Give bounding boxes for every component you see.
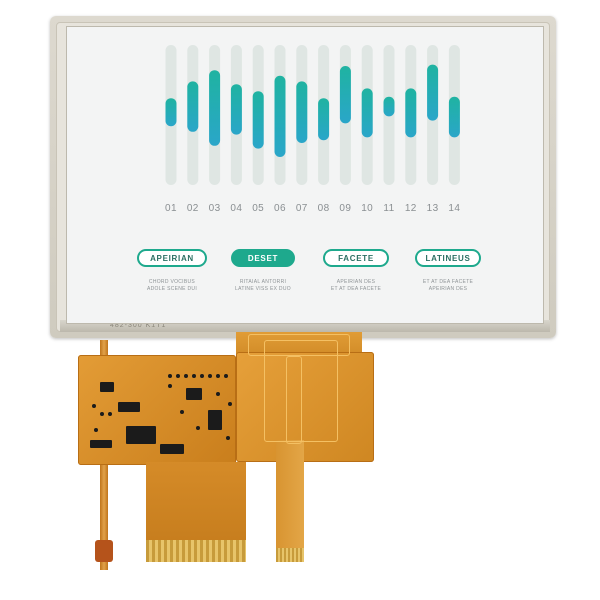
- bar-label-02: 02: [186, 203, 199, 214]
- bar-label-03: 03: [208, 203, 221, 214]
- pcb-component: [216, 392, 220, 396]
- wire-connector: [95, 540, 113, 562]
- pcb-component: [180, 410, 184, 414]
- pcb-component: [226, 436, 230, 440]
- pcb-chip-4: [186, 388, 202, 400]
- pcb-component: [100, 412, 104, 416]
- bar-14: [448, 96, 460, 138]
- pcb-component: [108, 412, 112, 416]
- equalizer-bars: [165, 45, 460, 185]
- pcb-component: [224, 374, 228, 378]
- bar-label-13: 13: [426, 203, 439, 214]
- pcb-component: [168, 384, 172, 388]
- bar-label-01: 01: [165, 203, 177, 214]
- bar-01: [165, 98, 177, 127]
- pcb-component: [228, 402, 232, 406]
- bar-02: [187, 81, 199, 132]
- pcb-component: [192, 374, 196, 378]
- bar-12: [405, 88, 417, 138]
- latineus-button[interactable]: LATINEUS: [415, 249, 481, 267]
- bar-label-14: 14: [448, 203, 461, 214]
- flex-tail-contacts: [146, 540, 246, 562]
- facete-button[interactable]: FACETE: [323, 249, 389, 267]
- pcb-chip-5: [208, 410, 222, 430]
- pcb-component: [216, 374, 220, 378]
- bar-label-07: 07: [295, 203, 308, 214]
- pcb-component: [94, 428, 98, 432]
- lcd-screen: 01 02 03 04 05 06 07 08 09 10 11 12 13 14 APEIRIAN CHO…: [66, 26, 544, 324]
- bar-13: [427, 64, 439, 121]
- pcb-board-right: [236, 352, 374, 462]
- bar-tick-labels: 01 02 03 04 05 06 07 08 09 10 11 12 13 14: [67, 203, 543, 219]
- bar-03: [209, 70, 221, 146]
- bar-11: [383, 96, 395, 117]
- model-strip-label: 482-300 K1T1: [110, 322, 167, 329]
- pcb-component: [208, 374, 212, 378]
- bar-07: [296, 81, 308, 143]
- pcb-chip-3: [126, 426, 156, 444]
- bar-label-04: 04: [230, 203, 243, 214]
- pcb-component: [168, 374, 172, 378]
- pcb-chip-2: [118, 402, 140, 412]
- bar-10: [361, 88, 373, 138]
- touch-ribbon: [276, 440, 304, 562]
- deset-button[interactable]: DESET: [231, 249, 295, 267]
- touch-ribbon-contacts: [276, 548, 304, 562]
- pcb-chip-6: [90, 440, 112, 448]
- bar-label-05: 05: [252, 203, 265, 214]
- bar-label-08: 08: [317, 203, 330, 214]
- bar-09: [339, 66, 351, 124]
- bar-06: [274, 75, 286, 157]
- bar-label-10: 10: [361, 203, 374, 214]
- pcb-component: [92, 404, 96, 408]
- bar-04: [230, 84, 242, 135]
- apeirian-button[interactable]: APEIRIAN: [137, 249, 207, 267]
- bar-label-09: 09: [339, 203, 352, 214]
- bar-08: [318, 98, 330, 141]
- bar-label-12: 12: [404, 203, 417, 214]
- bar-label-06: 06: [274, 203, 286, 214]
- pcb-component: [196, 426, 200, 430]
- pcb-chip-1: [100, 382, 114, 392]
- pcb-component: [184, 374, 188, 378]
- bar-05: [252, 91, 264, 149]
- bar-label-11: 11: [383, 203, 395, 214]
- pcb-component: [200, 374, 204, 378]
- pcb-chip-7: [160, 444, 184, 454]
- pcb-component: [176, 374, 180, 378]
